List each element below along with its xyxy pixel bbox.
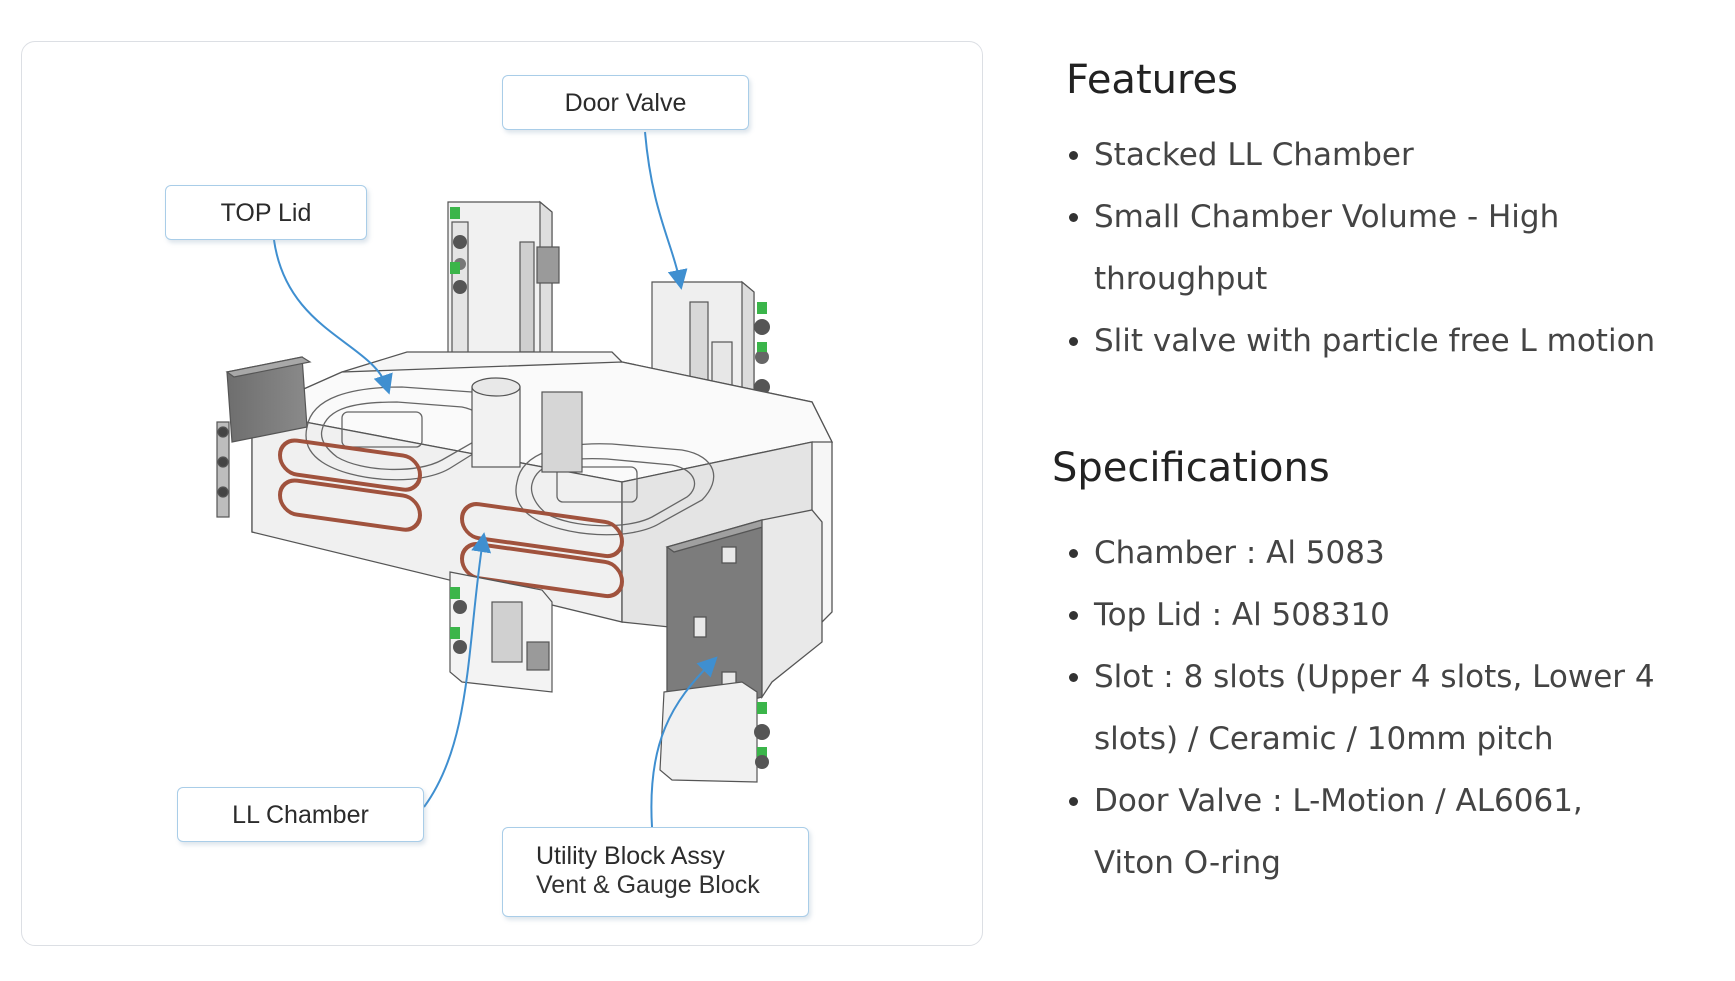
door-valve-callout: Door Valve [502, 75, 749, 130]
list-item: Top Lid : Al 508310 [1040, 584, 1700, 646]
bullet-icon [1069, 151, 1078, 160]
bullet-icon [1069, 797, 1078, 806]
ll-chamber-callout: LL Chamber [177, 787, 424, 842]
lower-right-fittings [754, 702, 770, 769]
arrow-utility-block [650, 656, 718, 828]
top-lid-label: TOP Lid [220, 198, 312, 227]
specifications-title: Specifications [1052, 445, 1330, 491]
bullet-icon [1069, 213, 1078, 222]
spec-text: Door Valve : L-Motion / AL6061, Viton O-… [1094, 783, 1583, 881]
feature-text: Slit valve with particle free L motion [1094, 323, 1656, 359]
specifications-section: Specifications Chamber : Al 5083 Top Lid… [1052, 438, 1700, 894]
features-list: Stacked LL Chamber Small Chamber Volume … [1040, 124, 1700, 372]
lower-left-fittings [450, 587, 467, 654]
door-valve-label: Door Valve [564, 88, 687, 117]
top-lid-callout: TOP Lid [165, 185, 367, 240]
left-side-block [216, 356, 312, 518]
feature-text: Small Chamber Volume - High throughput [1094, 199, 1560, 297]
lower-right-door-valve [659, 681, 758, 783]
list-item: Small Chamber Volume - High throughput [1040, 186, 1700, 310]
utility-block-subtitle: Vent & Gauge Block [536, 871, 760, 899]
utility-block [665, 509, 823, 723]
spec-text: Chamber : Al 5083 [1094, 535, 1385, 571]
callout-arrows [273, 131, 718, 828]
specifications-list: Chamber : Al 5083 Top Lid : Al 508310 Sl… [1040, 522, 1700, 894]
spec-text: Slot : 8 slots (Upper 4 slots, Lower 4 s… [1094, 659, 1655, 757]
bullet-icon [1069, 337, 1078, 346]
o-ring-slots [278, 438, 624, 599]
utility-block-callout: Utility Block Assy Vent & Gauge Block [502, 827, 809, 917]
features-title: Features [1066, 57, 1238, 103]
list-item: Stacked LL Chamber [1040, 124, 1700, 186]
ll-chamber-label: LL Chamber [232, 800, 369, 829]
arrow-top-lid [273, 239, 393, 395]
product-diagram-card: Door Valve TOP Lid LL Chamber Utility Bl… [21, 41, 983, 946]
features-section: Features Stacked LL Chamber Small Chambe… [1066, 50, 1700, 372]
center-valve-block [471, 377, 583, 473]
list-item: Door Valve : L-Motion / AL6061, Viton O-… [1040, 770, 1700, 894]
info-panel: Features Stacked LL Chamber Small Chambe… [1040, 50, 1700, 894]
bullet-icon [1069, 549, 1078, 558]
spec-text: Top Lid : Al 508310 [1094, 597, 1390, 633]
arrow-door-valve [644, 131, 688, 290]
list-item: Chamber : Al 5083 [1040, 522, 1700, 584]
right-valve-fittings [754, 302, 770, 395]
list-item: Slit valve with particle free L motion [1040, 310, 1700, 372]
ll-chamber-illustration [216, 131, 834, 828]
left-valve-fittings [450, 207, 467, 294]
arrow-ll-chamber [423, 532, 492, 808]
feature-text: Stacked LL Chamber [1094, 137, 1414, 173]
lower-left-door-valve [449, 571, 553, 693]
bullet-icon [1069, 673, 1078, 682]
list-item: Slot : 8 slots (Upper 4 slots, Lower 4 s… [1040, 646, 1700, 770]
utility-block-title: Utility Block Assy [536, 842, 725, 870]
bullet-icon [1069, 611, 1078, 620]
